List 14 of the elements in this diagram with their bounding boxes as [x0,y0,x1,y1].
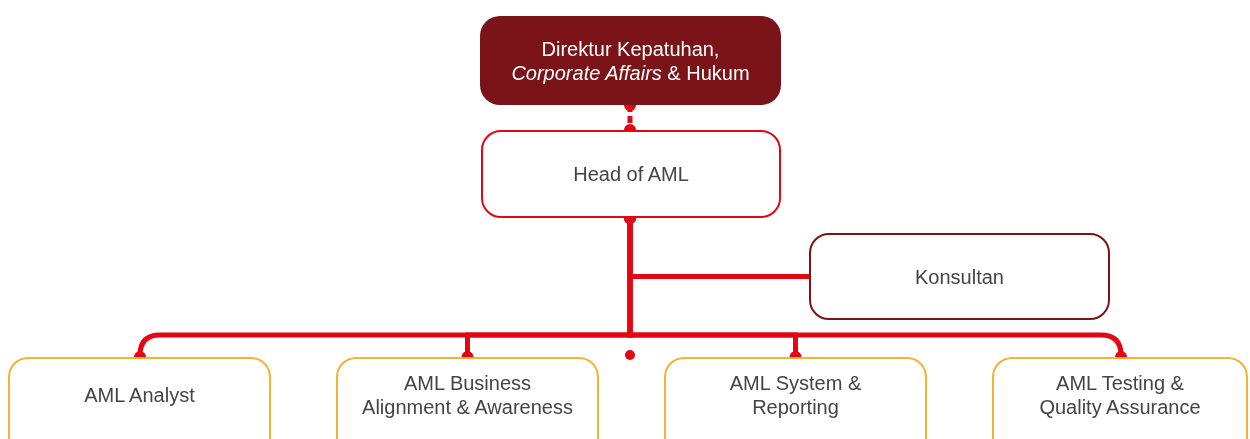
director-box [480,16,781,105]
node-label: Direktur Kepatuhan, Corporate Affairs & Hukum [510,36,751,85]
node-label: AML Analyst [83,383,196,407]
node-label: AML Business Alignment & Awareness [361,371,574,419]
unit-box [336,357,599,439]
node-label: Head of AML [572,162,690,186]
unit-box [664,357,927,439]
node-label: Konsultan [914,264,1005,289]
head-box [481,130,781,218]
node-label: AML System & Reporting [728,371,863,419]
node-label: AML Testing & Quality Assurance [1038,371,1202,419]
unit-box [992,357,1248,439]
unit-box [8,357,271,439]
consultant-box [809,233,1110,320]
